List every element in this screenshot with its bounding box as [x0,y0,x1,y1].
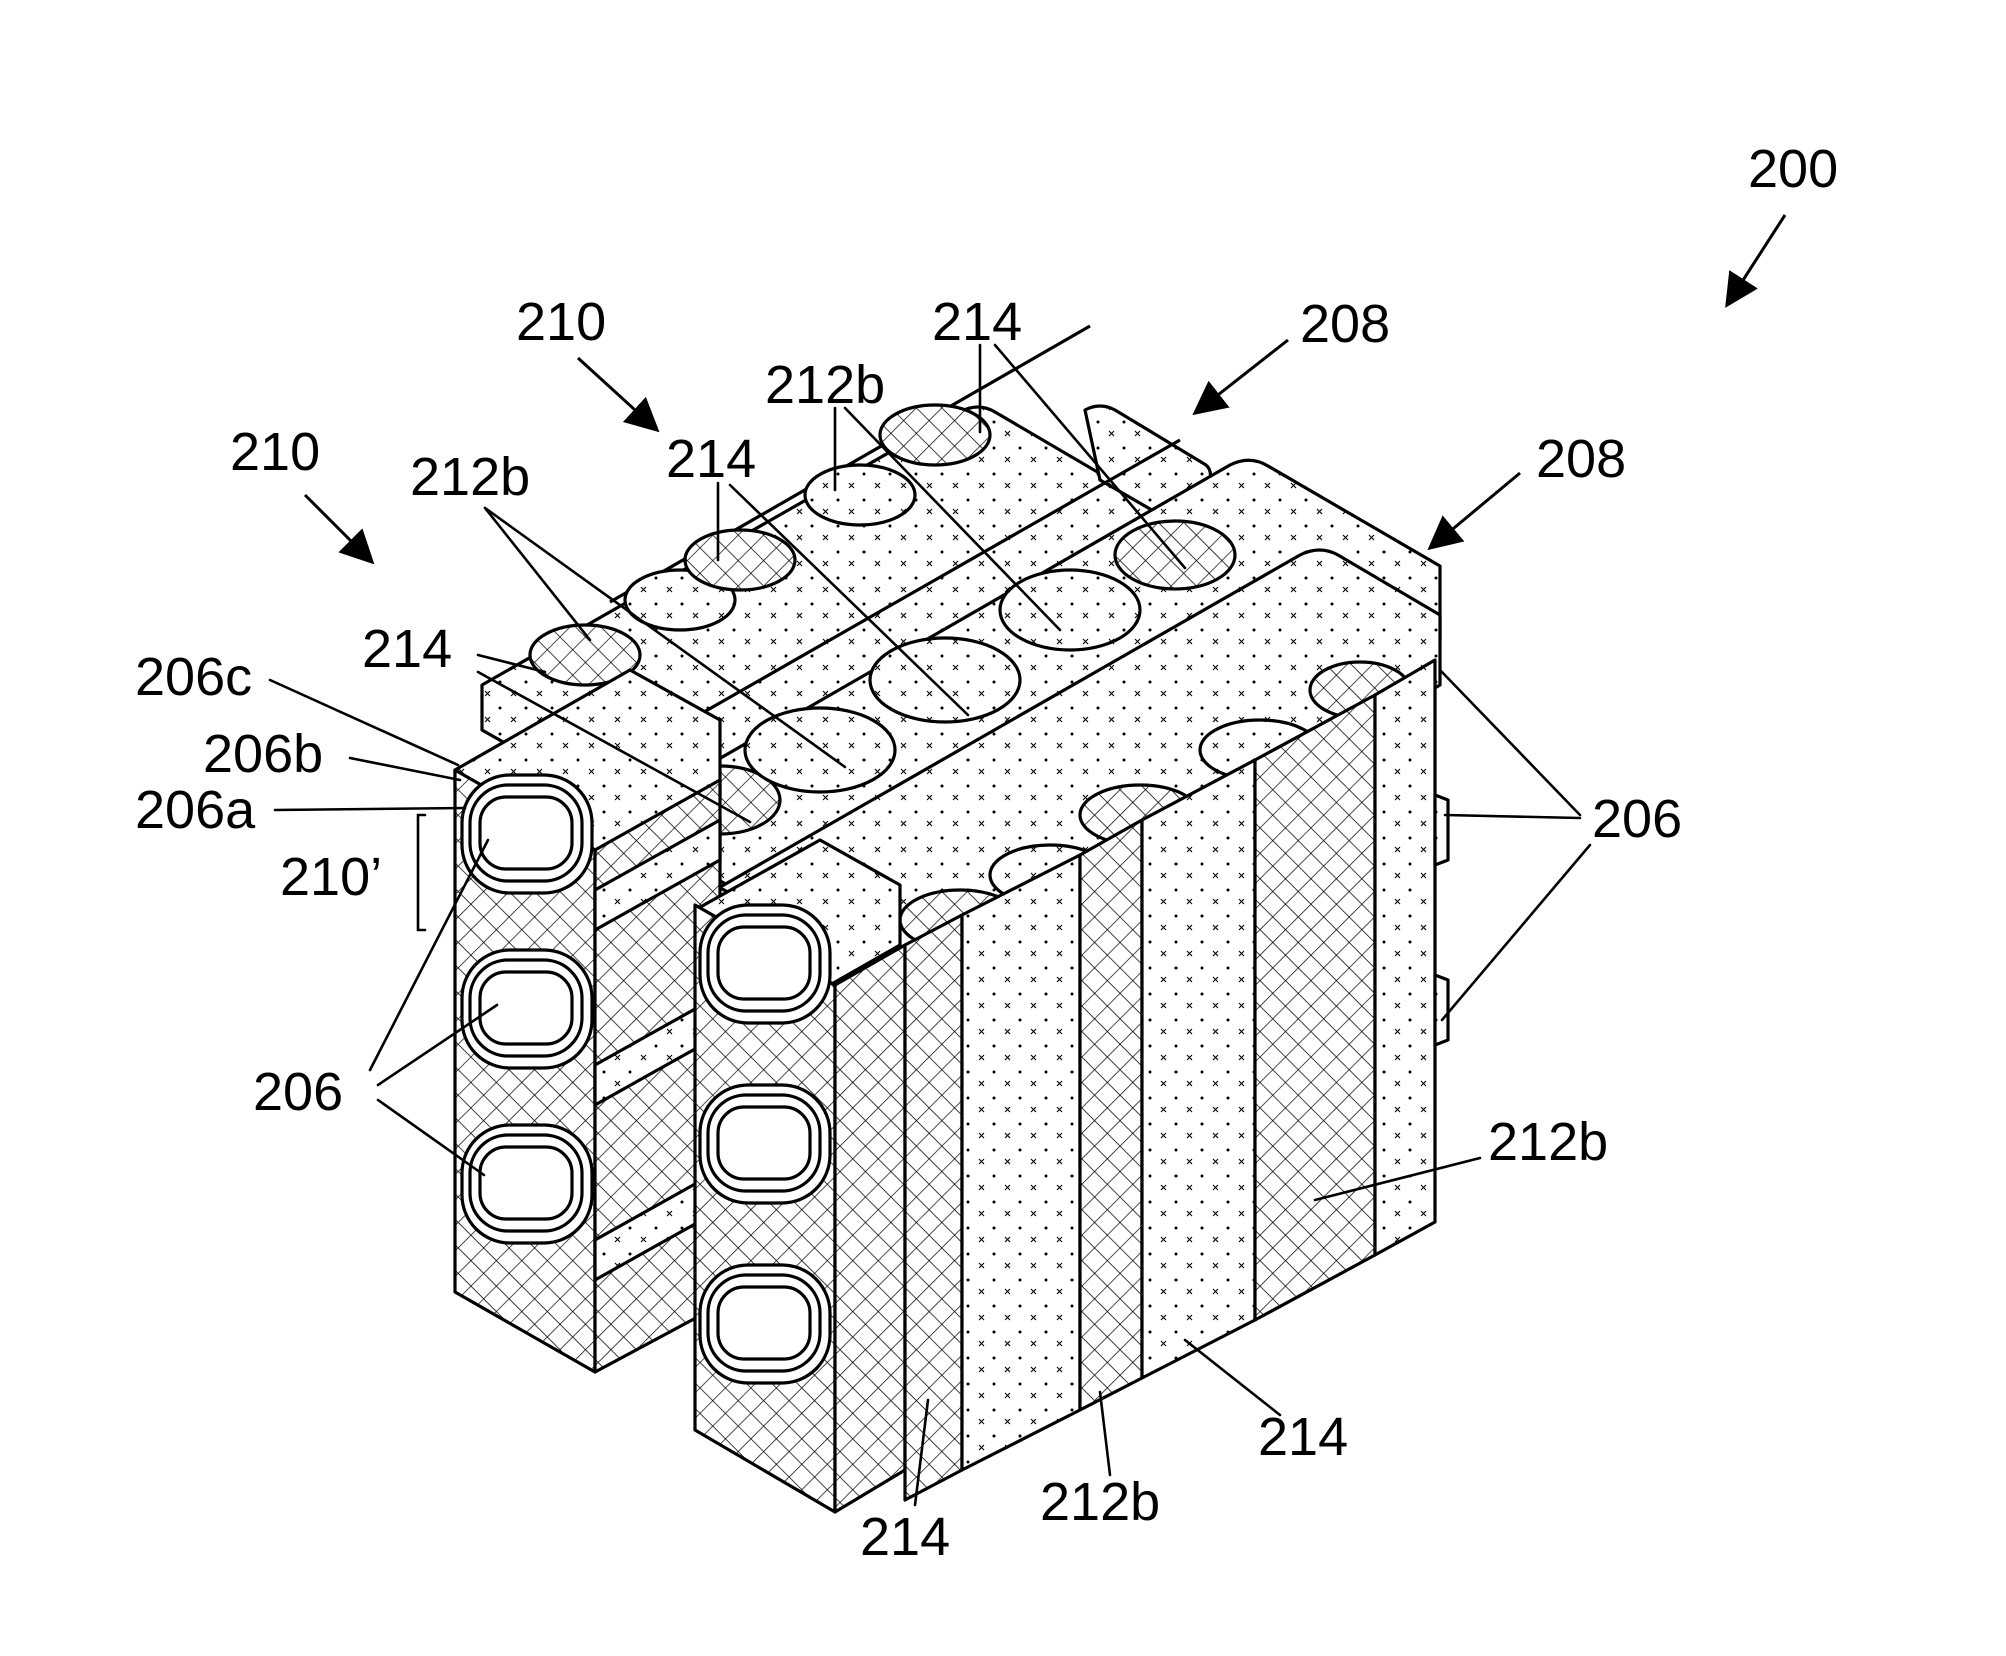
mid-cylinder-3 [870,638,1020,722]
label-214-top-c: 214 [362,619,452,679]
label-214-top-b: 214 [666,429,756,489]
front-unit-1-inner [718,927,810,999]
leader-206b [350,758,460,780]
panel-hatch-2 [1080,820,1142,1410]
label-210-prime: 210’ [280,847,382,907]
label-212b-top-b: 212b [410,447,530,507]
front-unit-3-inner [718,1287,810,1359]
arrow-210-back [578,358,657,430]
label-212b-bottom: 212b [1040,1472,1160,1532]
arrow-200 [1727,215,1785,305]
panel-side-tabs [1435,795,1448,1045]
label-210-left: 210 [230,422,320,482]
leader-206-right-3 [1442,845,1590,1020]
back-cylinder-4 [805,465,915,525]
left-stack [455,670,720,1372]
panel-dots-2 [1142,760,1255,1378]
leader-206-right-2 [1440,670,1580,815]
left-unit-1-inner [480,797,572,869]
label-208-back: 208 [1300,294,1390,354]
label-214-top-a: 214 [932,292,1022,352]
leader-206a [275,808,465,810]
front-stack-sealed-units [700,905,830,1383]
label-214-bottom: 214 [860,1507,950,1567]
leader-212b-a [485,508,590,640]
label-206b: 206b [203,724,323,784]
arrow-210-left [305,495,372,562]
back-cylinder-3 [685,530,795,590]
panel-dots-1 [962,855,1080,1470]
label-200: 200 [1748,139,1838,199]
label-214-bottom-right: 214 [1258,1407,1348,1467]
front-unit-2-inner [718,1107,810,1179]
label-206a: 206a [135,780,256,840]
panel-hatch-3 [1255,695,1375,1320]
label-206-right: 206 [1592,789,1682,849]
leader-206-right-1 [1445,815,1580,818]
mid-cylinder-4 [1000,570,1140,650]
panel-dots-3 [1375,660,1435,1255]
label-208-front: 208 [1536,429,1626,489]
front-stack [695,840,905,1512]
label-210-back: 210 [516,292,606,352]
back-cylinder-5 [880,405,990,465]
arrow-208-back [1195,340,1288,413]
left-stack-sealed-units [462,775,720,1280]
label-212b-right: 212b [1488,1112,1608,1172]
label-206-left: 206 [253,1062,343,1122]
bracket-210-prime [418,815,425,930]
leader-214-bottom-right [1185,1340,1280,1415]
label-206c: 206c [135,647,252,707]
arrow-208-front [1430,473,1520,548]
panel-hatch-1 [905,915,962,1500]
leader-212b-bottom [1100,1392,1110,1475]
label-212b-top-a: 212b [765,355,885,415]
left-unit-3-inner [480,1147,572,1219]
front-stack-side-face [835,945,905,1512]
